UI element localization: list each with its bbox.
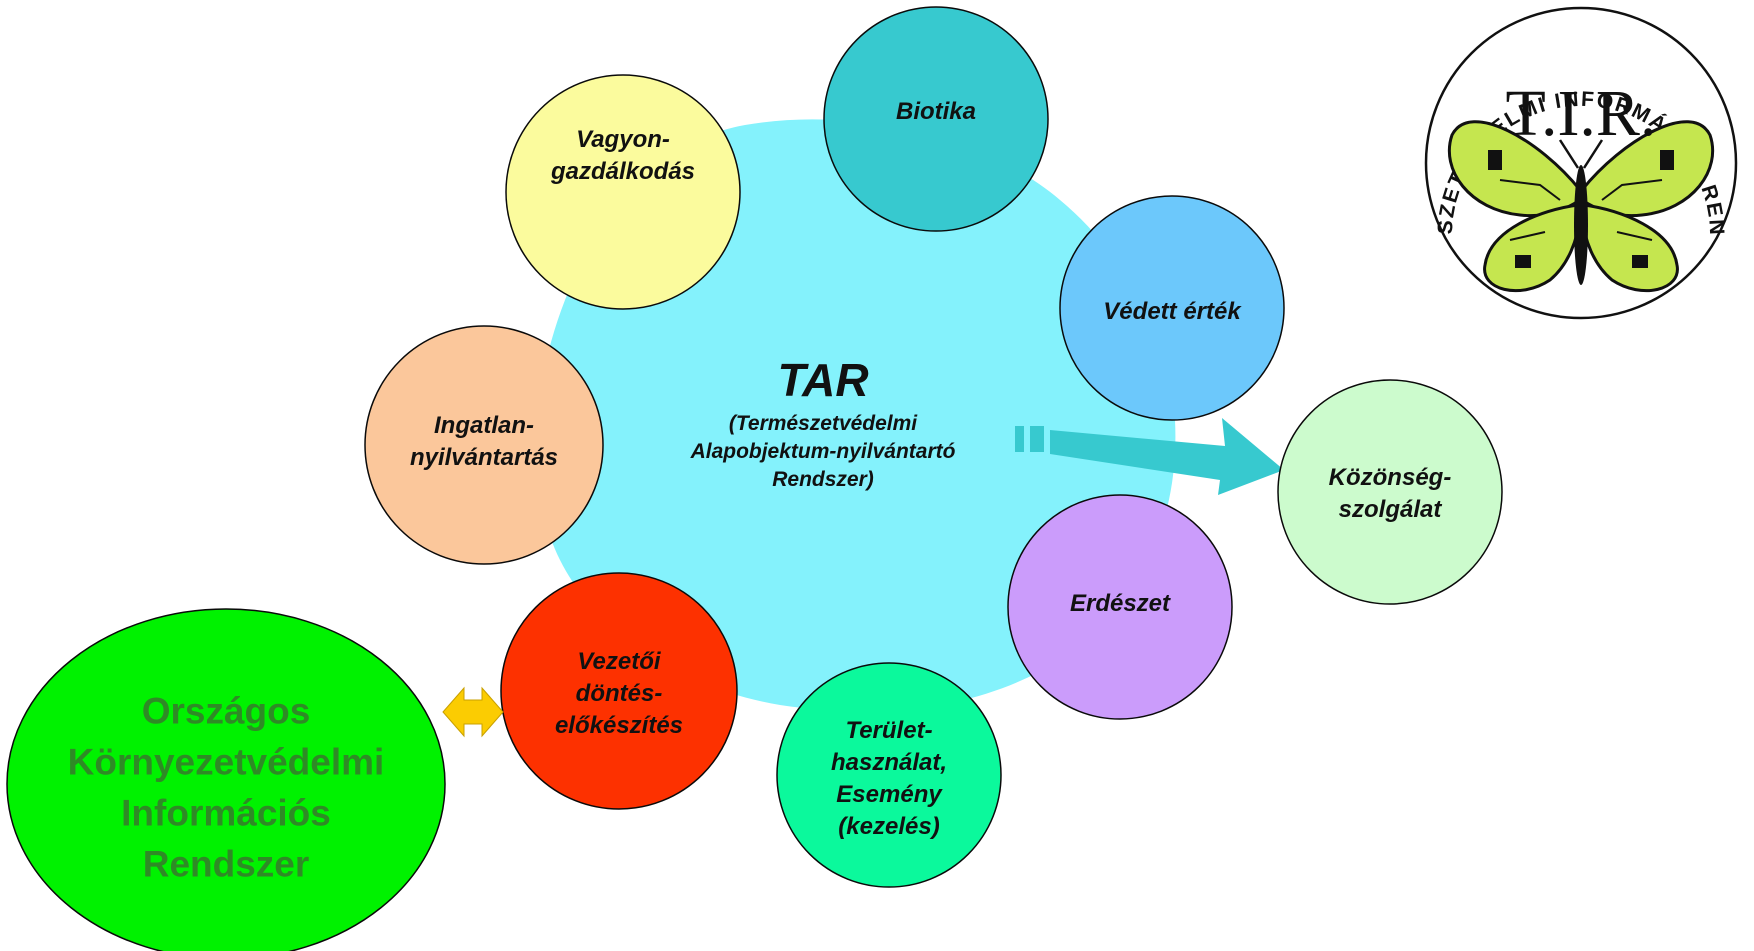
- node-vezetoi[interactable]: Vezetői döntés-előkészítés: [500, 572, 738, 810]
- node-vedett-circle: [1059, 195, 1285, 421]
- node-biotika-circle: [823, 6, 1049, 232]
- label-line: Környezetvédelmi: [68, 741, 385, 782]
- label-line: (Természetvédelmi: [729, 412, 918, 435]
- label-line: Országos: [142, 690, 311, 731]
- node-terulet-label: Terület-használat, Esemény (kezelés): [831, 717, 947, 840]
- node-kozonseg-circle: [1277, 379, 1503, 605]
- label-line: nyilvántartás: [410, 444, 558, 471]
- label-line: használat,: [831, 749, 947, 776]
- node-terulet[interactable]: Terület-használat, Esemény (kezelés): [776, 662, 1002, 888]
- logo-title: T.I.R.: [1506, 77, 1657, 150]
- node-vagyon-label: Vagyon-gazdálkodás: [550, 126, 695, 185]
- label-line: Védett érték: [1103, 298, 1242, 325]
- node-vedett-label: Védett érték: [1103, 298, 1242, 325]
- node-ingatlan-label: Ingatlan-nyilvántartás: [410, 412, 558, 471]
- node-vezetoi-label: Vezetői döntés-előkészítés: [555, 648, 683, 739]
- label-line: Alapobjektum-nyilvántartó: [690, 440, 956, 463]
- label-line: Esemény: [836, 781, 943, 808]
- node-vedett[interactable]: Védett érték: [1059, 195, 1285, 421]
- node-terulet-circle: [776, 662, 1002, 888]
- label-line: Rendszer): [772, 468, 874, 491]
- node-erdeszet-circle: [1007, 494, 1233, 720]
- arrow-to-public-service: [1015, 418, 1284, 495]
- label-line: döntés-: [576, 680, 663, 707]
- label-line: Vagyon-: [576, 126, 670, 153]
- label-line: (kezelés): [838, 813, 939, 840]
- node-vezetoi-circle: [500, 572, 738, 810]
- node-biotika[interactable]: Biotika: [823, 6, 1049, 232]
- label-line: előkészítés: [555, 712, 683, 739]
- label-line: szolgálat: [1339, 496, 1443, 523]
- node-kozonseg[interactable]: Közönség-szolgálat: [1277, 379, 1503, 605]
- node-ingatlan[interactable]: Ingatlan-nyilvántartás: [364, 325, 604, 565]
- label-line: Biotika: [896, 98, 976, 125]
- label-line: Vezetői: [577, 648, 661, 675]
- label-line: Ingatlan-: [434, 412, 534, 439]
- butterfly-icon: [1447, 120, 1715, 293]
- node-erdeszet[interactable]: Erdészet: [1007, 494, 1233, 720]
- label-line: gazdálkodás: [550, 158, 695, 185]
- node-vagyon-circle: [505, 74, 741, 310]
- okir-link-arrow: [442, 686, 504, 738]
- label-line: Rendszer: [143, 843, 310, 884]
- label-line: Információs: [121, 792, 331, 833]
- label-line: Erdészet: [1070, 590, 1171, 617]
- node-ingatlan-circle: [364, 325, 604, 565]
- tar-title: TAR: [777, 354, 868, 406]
- label-line: Közönség-: [1329, 464, 1452, 491]
- node-kozonseg-label: Közönség-szolgálat: [1329, 464, 1452, 523]
- node-okir-ellipse: [6, 608, 446, 951]
- label-line: Terület-: [845, 717, 932, 744]
- node-biotika-label: Biotika: [896, 98, 976, 125]
- node-vagyon[interactable]: Vagyon-gazdálkodás: [505, 74, 741, 310]
- node-erdeszet-label: Erdészet: [1070, 590, 1171, 617]
